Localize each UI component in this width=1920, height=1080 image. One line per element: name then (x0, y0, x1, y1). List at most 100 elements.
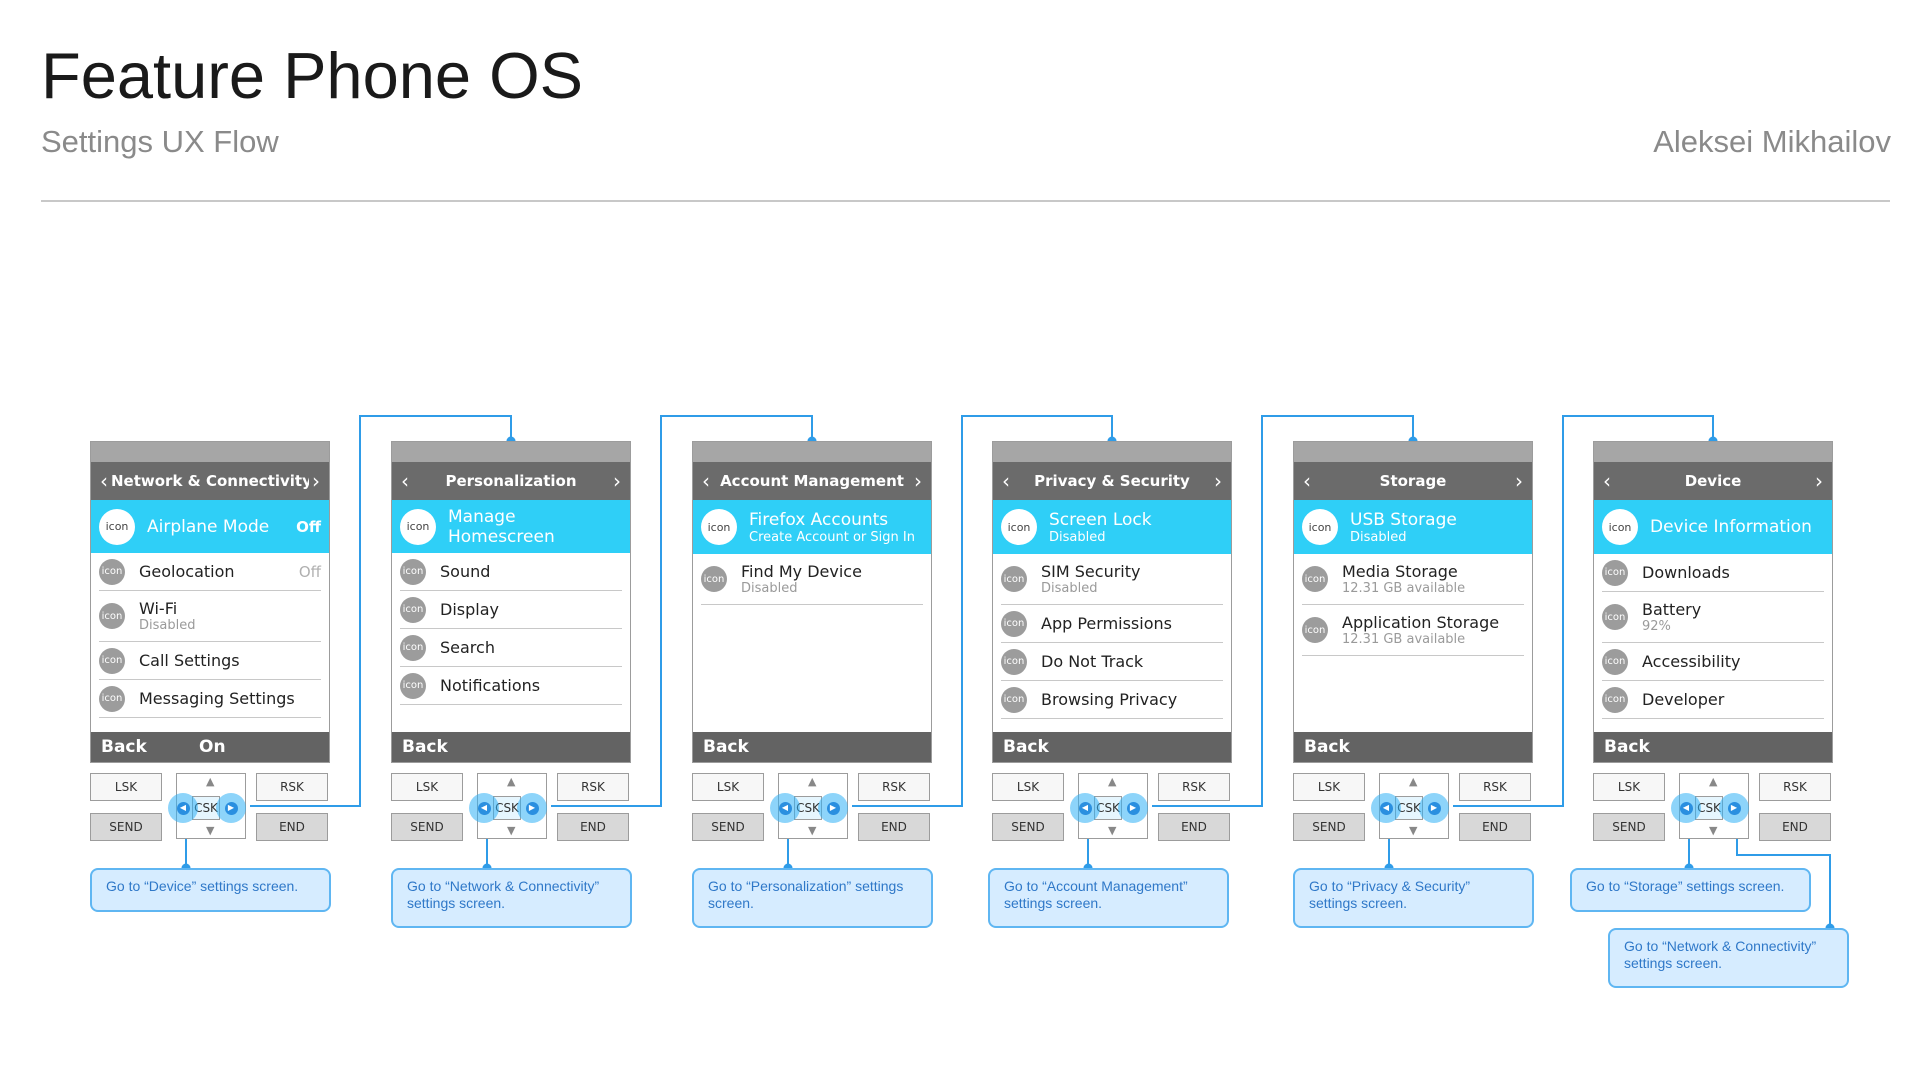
dpad-up-icon[interactable]: ▲ (808, 775, 817, 788)
dpad-up-icon[interactable]: ▲ (206, 775, 215, 788)
flow-callout-secondary: Go to “Network & Connectivity” settings … (1608, 928, 1849, 988)
chevron-left-icon[interactable]: ‹ (1303, 469, 1311, 493)
end-key[interactable]: END (256, 813, 328, 841)
dpad-down-icon[interactable]: ▼ (206, 824, 215, 837)
chevron-right-icon[interactable]: › (1815, 469, 1823, 493)
dpad-down-icon[interactable]: ▼ (1709, 824, 1718, 837)
csk-key[interactable]: CSK (794, 796, 822, 820)
end-key[interactable]: END (557, 813, 629, 841)
softkey-left-label: Back (101, 737, 147, 757)
rsk-key[interactable]: RSK (1459, 773, 1531, 801)
dpad-down-icon[interactable]: ▼ (1108, 824, 1117, 837)
rsk-key[interactable]: RSK (1759, 773, 1831, 801)
placeholder-icon: icon (1302, 617, 1328, 643)
dpad-up-icon[interactable]: ▲ (1409, 775, 1418, 788)
arrow-left-icon: ◀ (778, 801, 792, 815)
lsk-key[interactable]: LSK (992, 773, 1064, 801)
item-texts: Accessibility (1642, 652, 1824, 671)
lsk-key[interactable]: LSK (1293, 773, 1365, 801)
dpad-up-icon[interactable]: ▲ (1709, 775, 1718, 788)
chevron-left-icon[interactable]: ‹ (1002, 469, 1010, 493)
end-key[interactable]: END (1759, 813, 1831, 841)
chevron-left-icon[interactable]: ‹ (1603, 469, 1611, 493)
rsk-key[interactable]: RSK (1158, 773, 1230, 801)
lsk-key[interactable]: LSK (692, 773, 764, 801)
chevron-right-icon[interactable]: › (613, 469, 621, 493)
placeholder-icon: icon (1302, 566, 1328, 592)
dpad-up-icon[interactable]: ▲ (1108, 775, 1117, 788)
send-key[interactable]: SEND (391, 813, 463, 841)
status-bar (993, 442, 1231, 462)
chevron-left-icon[interactable]: ‹ (401, 469, 409, 493)
send-key[interactable]: SEND (1593, 813, 1665, 841)
placeholder-icon: icon (1602, 604, 1628, 630)
send-key[interactable]: SEND (992, 813, 1064, 841)
item-label: Sound (440, 562, 491, 581)
lsk-key[interactable]: LSK (1593, 773, 1665, 801)
dpad-down-icon[interactable]: ▼ (808, 824, 817, 837)
item-label: Wi-Fi (139, 599, 178, 618)
chevron-right-icon[interactable]: › (1214, 469, 1222, 493)
send-key[interactable]: SEND (90, 813, 162, 841)
placeholder-icon: icon (1001, 509, 1037, 545)
item-label: Screen Lock (1049, 509, 1152, 530)
placeholder-icon: icon (400, 634, 426, 661)
end-key[interactable]: END (858, 813, 930, 841)
chevron-left-icon[interactable]: ‹ (100, 469, 108, 493)
end-key[interactable]: END (1459, 813, 1531, 841)
dpad-down-icon[interactable]: ▼ (507, 824, 516, 837)
chevron-right-icon[interactable]: › (312, 469, 320, 493)
csk-key[interactable]: CSK (493, 796, 521, 820)
send-key[interactable]: SEND (692, 813, 764, 841)
dpad-down-icon[interactable]: ▼ (1409, 824, 1418, 837)
rsk-key[interactable]: RSK (557, 773, 629, 801)
end-key[interactable]: END (1158, 813, 1230, 841)
send-key[interactable]: SEND (1293, 813, 1365, 841)
chevron-left-icon[interactable]: ‹ (702, 469, 710, 493)
item-texts: Do Not Track (1041, 652, 1223, 671)
rsk-key[interactable]: RSK (256, 773, 328, 801)
arrow-left-icon: ◀ (1078, 801, 1092, 815)
softkey-bar: Back (993, 732, 1231, 762)
item-sublabel: 12.31 GB available (1342, 581, 1466, 596)
chevron-right-icon[interactable]: › (1515, 469, 1523, 493)
rsk-key[interactable]: RSK (858, 773, 930, 801)
item-label: Geolocation (139, 562, 235, 581)
dpad-up-icon[interactable]: ▲ (507, 775, 516, 788)
chevron-right-icon[interactable]: › (914, 469, 922, 493)
lsk-key[interactable]: LSK (391, 773, 463, 801)
item-sublabel: Create Account or Sign In (749, 529, 915, 545)
item-sublabel: Disabled (1350, 529, 1407, 545)
status-bar (392, 442, 630, 462)
lsk-key[interactable]: LSK (90, 773, 162, 801)
